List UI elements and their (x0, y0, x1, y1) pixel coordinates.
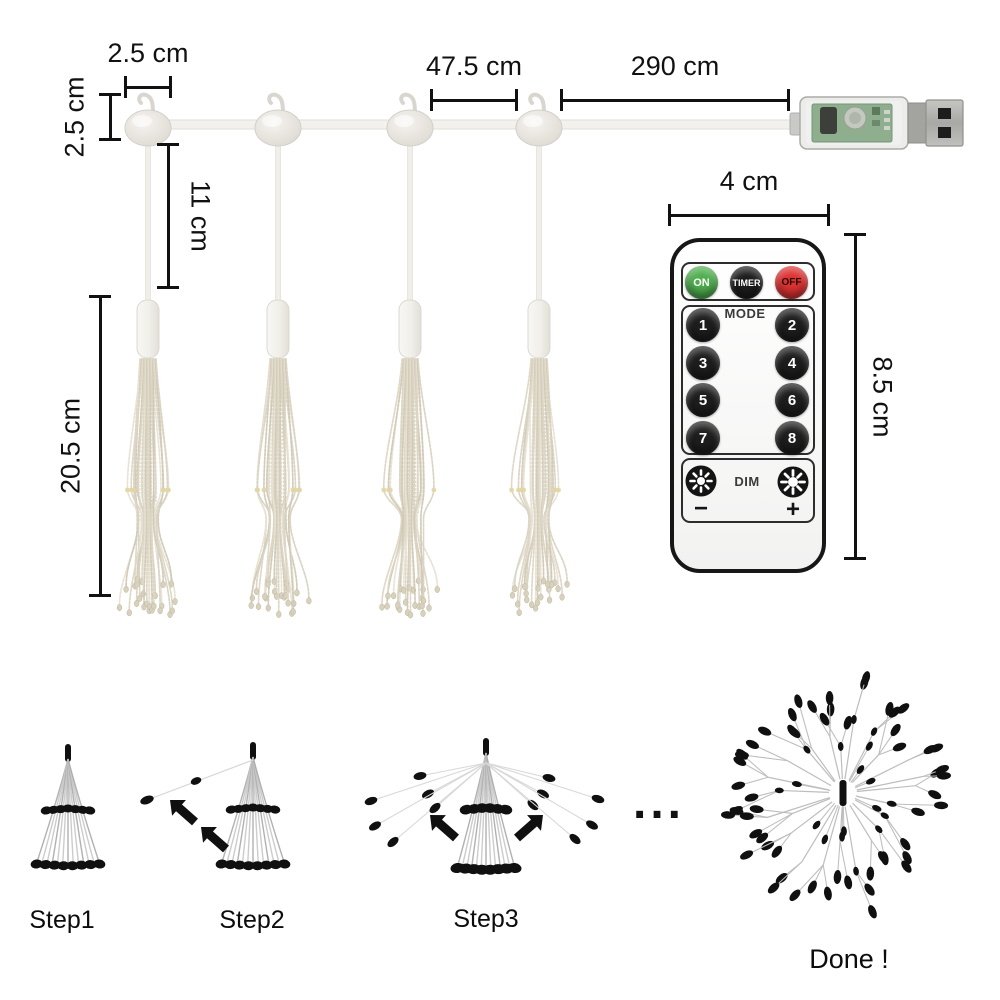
dim-lead-length: 290 cm (560, 51, 790, 111)
firework-tassel (379, 358, 440, 619)
dim-hang-height-label: 2.5 cm (59, 76, 90, 158)
dim-hook-width-label: 2.5 cm (107, 38, 189, 68)
hanger-knob-2 (254, 92, 302, 359)
dimension-line (108, 93, 112, 141)
brightness-plus-button[interactable]: + (785, 496, 800, 523)
on-button[interactable]: ON (685, 266, 718, 299)
light-string-cable (147, 119, 801, 130)
dimension-line (124, 85, 172, 89)
firework-tassel (509, 358, 570, 617)
drop-cord (407, 141, 413, 303)
dim-lead-length-label: 290 cm (630, 51, 720, 81)
brightness-high-icon[interactable] (777, 466, 809, 498)
ellipsis-label: ... (632, 776, 686, 829)
hanger-hook-icon (528, 92, 546, 116)
off-button[interactable]: OFF (775, 266, 808, 299)
dim-spacing-label: 47.5 cm (425, 51, 523, 81)
dimension-line (166, 143, 170, 289)
mode-button-7[interactable]: 7 (686, 421, 720, 455)
dim-remote-width-label: 4 cm (719, 166, 779, 196)
drop-cord (275, 141, 281, 303)
hanger-knob-1 (124, 92, 172, 359)
hanger-hook-icon (399, 92, 417, 116)
dimension-line (853, 233, 857, 560)
step2-label: Step2 (219, 906, 285, 934)
usb-controller (789, 96, 964, 150)
step3-label: Step3 (453, 905, 519, 933)
dimension-line (560, 98, 790, 102)
mode-button-2[interactable]: 2 (775, 308, 809, 342)
firework-tassel (116, 358, 178, 618)
firework-tassel (248, 358, 312, 618)
brightness-low-icon[interactable] (685, 465, 717, 497)
dim-drop-length: 11 cm (157, 143, 216, 289)
step1-figure (30, 744, 106, 871)
hanger-hook-icon (267, 92, 285, 116)
mode-button-5[interactable]: 5 (686, 383, 720, 417)
drop-cord (145, 141, 151, 303)
dimension-line (98, 295, 102, 597)
dim-tassel-length: 20.5 cm (56, 295, 111, 597)
power-button-section (681, 262, 815, 301)
tassel-cap (398, 299, 422, 359)
dim-spacing: 47.5 cm (426, 51, 522, 111)
timer-button-label: TIMER (732, 277, 761, 288)
dim-hook-width: 2.5 cm (107, 38, 189, 98)
dim-label: DIM (734, 474, 760, 489)
drop-cord (536, 141, 542, 303)
mode-button-section (681, 305, 815, 455)
remote-control: ON TIMER OFF MODE 1 2 3 4 5 6 7 8 DIM (670, 238, 826, 573)
hanger-hook-icon (137, 92, 155, 116)
dim-section (681, 458, 815, 523)
mode-label: MODE (724, 306, 766, 321)
mode-button-8[interactable]: 8 (775, 421, 809, 455)
dimension-line (430, 98, 518, 102)
timer-button[interactable]: TIMER (730, 266, 763, 299)
dim-remote-width: 4 cm (668, 166, 830, 226)
mode-button-4[interactable]: 4 (775, 346, 809, 380)
done-label: Done ! (809, 944, 889, 974)
step2-figure (140, 742, 291, 871)
hanger-knob-4 (515, 92, 563, 359)
dim-tassel-length-label: 20.5 cm (55, 397, 86, 495)
step3-figure (364, 738, 605, 875)
off-button-label: OFF (781, 277, 802, 288)
usb-plug-icon (925, 99, 964, 147)
dim-hang-height: 2.5 cm (60, 76, 121, 158)
mode-button-6[interactable]: 6 (775, 383, 809, 417)
tassel-cap (136, 299, 160, 359)
dim-remote-height: 8.5 cm (844, 233, 898, 560)
step1-label: Step1 (29, 906, 95, 934)
tassel-cap (266, 299, 290, 359)
hanger-knob-3 (386, 92, 434, 359)
on-button-label: ON (693, 276, 710, 289)
dim-remote-height-label: 8.5 cm (867, 355, 898, 438)
dim-drop-length-label: 11 cm (185, 180, 216, 252)
mode-button-1[interactable]: 1 (686, 308, 720, 342)
mode-button-3[interactable]: 3 (686, 346, 720, 380)
brightness-minus-button[interactable]: − (693, 495, 708, 522)
firework-burst (721, 671, 951, 919)
tassel-cap (527, 299, 551, 359)
dimension-line (668, 213, 830, 217)
